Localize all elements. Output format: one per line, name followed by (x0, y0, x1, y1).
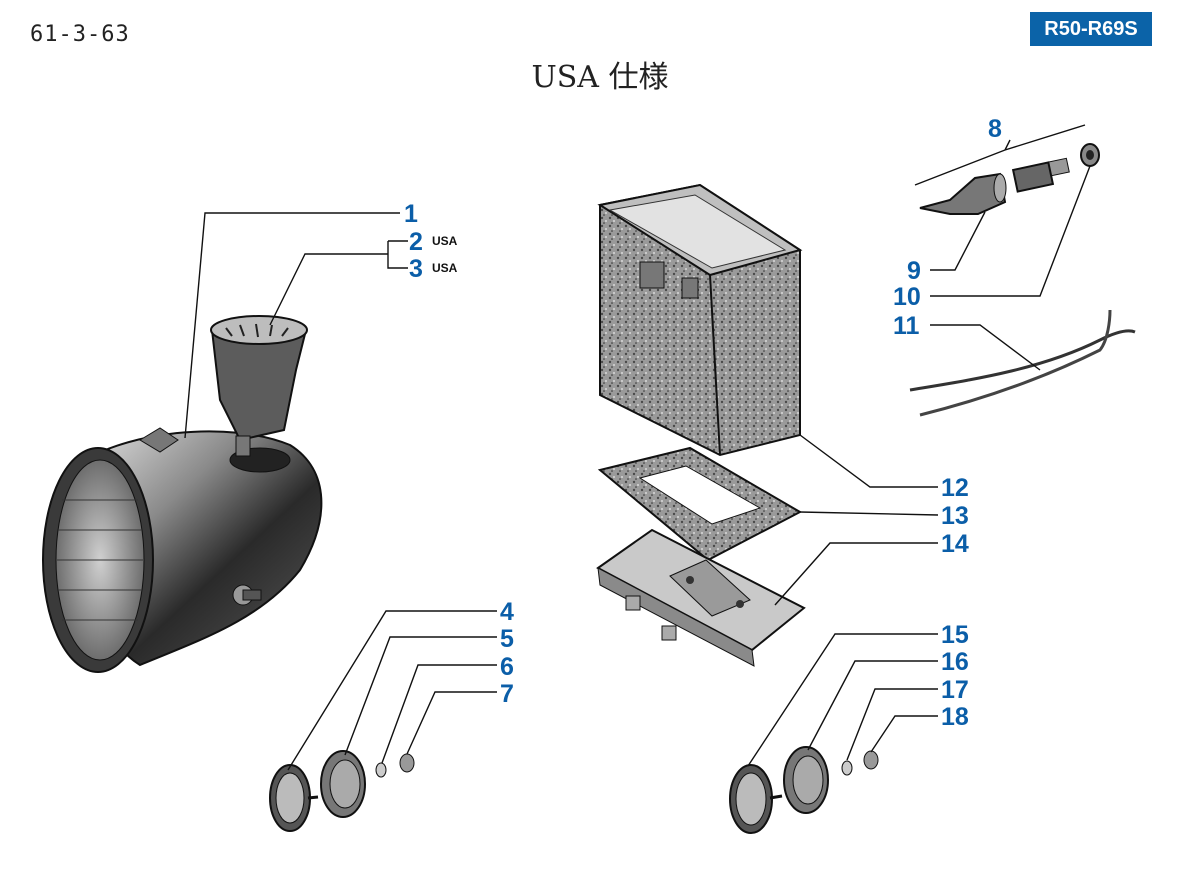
reflector-left (269, 750, 415, 832)
callout-7: 7 (500, 680, 514, 708)
callout-5: 5 (500, 625, 514, 653)
page-code: 61-3-63 (30, 22, 130, 47)
fuse-holder (919, 143, 1100, 215)
callout-3: 3 (409, 255, 423, 283)
callout-15: 15 (941, 621, 969, 649)
battery (597, 183, 803, 457)
callout-2: 2 (409, 228, 423, 256)
callout-3-note: USA (432, 261, 458, 275)
callout-1: 1 (404, 200, 418, 228)
callout-18: 18 (941, 703, 969, 731)
headlamp-housing (42, 427, 323, 673)
battery-pad (597, 446, 803, 562)
leader-lines (184, 124, 1091, 771)
callout-17: 17 (941, 676, 969, 704)
speedometer (210, 315, 308, 457)
page-title: USA 仕様 (531, 60, 669, 95)
callout-9: 9 (907, 257, 921, 285)
battery-tray (596, 528, 806, 667)
callout-8: 8 (988, 115, 1002, 143)
callout-10: 10 (893, 283, 921, 311)
cable (909, 309, 1136, 417)
callout-14: 14 (941, 530, 969, 558)
callout-11: 11 (893, 312, 920, 340)
reflector-right (729, 746, 879, 834)
callout-6: 6 (500, 653, 514, 681)
callout-12: 12 (941, 474, 969, 502)
callout-13: 13 (941, 502, 969, 530)
callout-2-note: USA (432, 234, 458, 248)
callout-16: 16 (941, 648, 969, 676)
model-badge: R50-R69S (1030, 12, 1152, 46)
callout-4: 4 (500, 598, 514, 626)
